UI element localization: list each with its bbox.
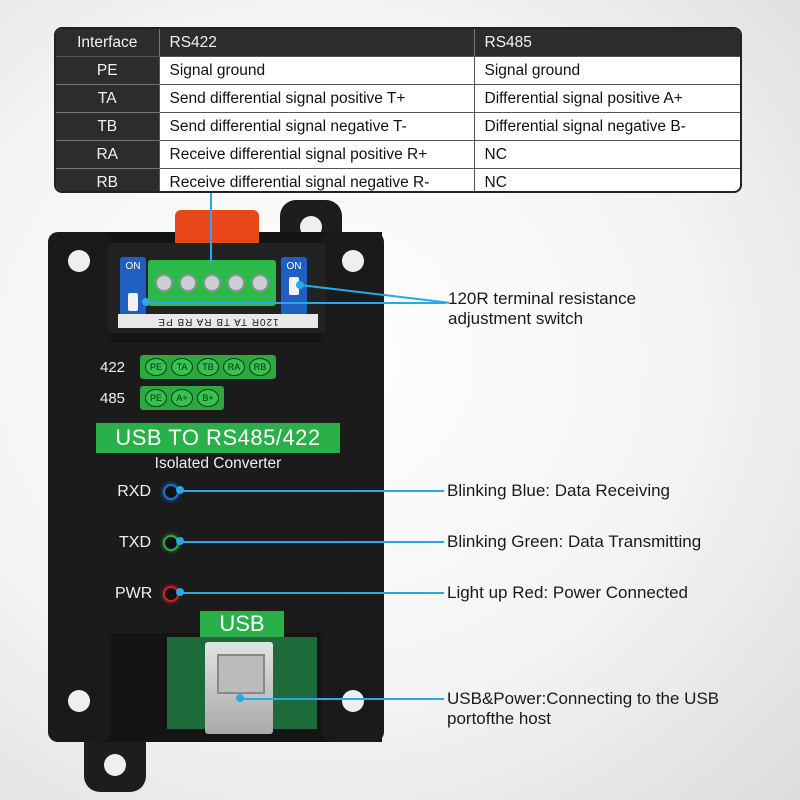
usb-port-socket bbox=[217, 654, 265, 694]
dip-leader-line bbox=[146, 302, 446, 304]
pin-group-422: PE TA TB RA RB bbox=[140, 355, 276, 379]
pin-chip: A+ bbox=[171, 389, 193, 407]
dip-knob[interactable] bbox=[289, 277, 299, 295]
callout-usb: USB&Power:Connecting to the USB portofth… bbox=[447, 689, 720, 728]
pin-strip-label: 120R TA TB RA RB PE bbox=[118, 314, 318, 328]
pin-chip: TB bbox=[197, 358, 219, 376]
led-rxd: RXD bbox=[115, 483, 179, 501]
callout-terminal-resistance: 120R terminal resistance adjustment swit… bbox=[448, 289, 637, 328]
dip-switch-left[interactable]: ON bbox=[120, 257, 146, 315]
header-interface: Interface bbox=[56, 29, 159, 57]
leader-dot bbox=[176, 588, 184, 596]
callout-rxd: Blinking Blue: Data Receiving bbox=[447, 481, 671, 500]
screw-icon[interactable] bbox=[179, 274, 197, 292]
usb-leader-line bbox=[242, 698, 444, 700]
txd-leader-line bbox=[182, 541, 444, 543]
pin-chip: RB bbox=[249, 358, 271, 376]
row-422-label: 422 bbox=[100, 358, 126, 376]
product-subtitle: Isolated Converter bbox=[154, 455, 282, 472]
rs485-cell: Differential signal negative B- bbox=[473, 112, 740, 141]
pin-group-485: PE A+ B+ bbox=[140, 386, 224, 410]
table-row: TA Send differential signal positive T+ … bbox=[56, 84, 740, 113]
callout-pwr: Light up Red: Power Connected bbox=[447, 583, 688, 602]
table-row: PE Signal ground Signal ground bbox=[56, 56, 740, 85]
leader-dot bbox=[176, 486, 184, 494]
led-label: PWR bbox=[115, 585, 153, 602]
pin-chip: PE bbox=[145, 358, 167, 376]
callout-txd: Blinking Green: Data Transmitting bbox=[447, 532, 702, 551]
pin-chip: PE bbox=[145, 389, 167, 407]
product-title: USB TO RS485/422 bbox=[96, 423, 340, 453]
pwr-leader-line bbox=[182, 592, 444, 594]
rs422-cell: Signal ground bbox=[158, 56, 474, 85]
row-485: 485 PE A+ B+ bbox=[100, 386, 224, 410]
leader-dot bbox=[236, 694, 244, 702]
table-leader-line bbox=[210, 193, 212, 263]
usb-label: USB bbox=[200, 611, 284, 637]
pin-name: RA bbox=[56, 140, 159, 169]
table-header-row: Interface RS422 RS485 bbox=[56, 29, 740, 57]
screw-terminal[interactable] bbox=[148, 260, 276, 306]
led-txd: TXD bbox=[115, 534, 179, 552]
pin-name: TA bbox=[56, 84, 159, 113]
pinout-table: Interface RS422 RS485 PE Signal ground S… bbox=[54, 27, 742, 193]
rs485-cell: NC bbox=[473, 140, 740, 169]
mount-hole bbox=[68, 250, 90, 272]
led-pwr: PWR bbox=[115, 585, 179, 603]
header-rs422: RS422 bbox=[158, 29, 474, 57]
table-row: TB Send differential signal negative T- … bbox=[56, 112, 740, 141]
leader-dot bbox=[176, 537, 184, 545]
front-panel: 422 PE TA TB RA RB 485 PE A+ B+ USB TO R… bbox=[88, 343, 348, 637]
dip-on-label: ON bbox=[125, 261, 141, 272]
mount-hole bbox=[68, 690, 90, 712]
header-rs485: RS485 bbox=[473, 29, 740, 57]
pin-chip: RA bbox=[223, 358, 245, 376]
rs422-cell: Receive differential signal positive R+ bbox=[158, 140, 474, 169]
screw-icon[interactable] bbox=[227, 274, 245, 292]
rs422-cell: Receive differential signal negative R- bbox=[158, 168, 474, 191]
screw-icon[interactable] bbox=[155, 274, 173, 292]
rs422-cell: Send differential signal positive T+ bbox=[158, 84, 474, 113]
pin-name: PE bbox=[56, 56, 159, 85]
pin-name: RB bbox=[56, 168, 159, 191]
screw-icon[interactable] bbox=[203, 274, 221, 292]
table-row: RB Receive differential signal negative … bbox=[56, 168, 740, 191]
led-label: RXD bbox=[117, 483, 151, 500]
screw-icon[interactable] bbox=[251, 274, 269, 292]
rxd-leader-line bbox=[182, 490, 444, 492]
mount-hole bbox=[104, 754, 126, 776]
pin-chip: B+ bbox=[197, 389, 219, 407]
rs485-cell: NC bbox=[473, 168, 740, 191]
mount-hole bbox=[342, 690, 364, 712]
rs485-cell: Differential signal positive A+ bbox=[473, 84, 740, 113]
led-label: TXD bbox=[119, 534, 151, 551]
dip-knob[interactable] bbox=[128, 293, 138, 311]
pin-chip: TA bbox=[171, 358, 193, 376]
table-row: RA Receive differential signal positive … bbox=[56, 140, 740, 169]
row-422: 422 PE TA TB RA RB bbox=[100, 355, 276, 379]
dip-on-label: ON bbox=[286, 261, 302, 272]
row-485-label: 485 bbox=[100, 389, 126, 407]
rs485-cell: Signal ground bbox=[473, 56, 740, 85]
rs422-cell: Send differential signal negative T- bbox=[158, 112, 474, 141]
pin-name: TB bbox=[56, 112, 159, 141]
mount-hole bbox=[342, 250, 364, 272]
usb-port[interactable] bbox=[205, 642, 273, 734]
